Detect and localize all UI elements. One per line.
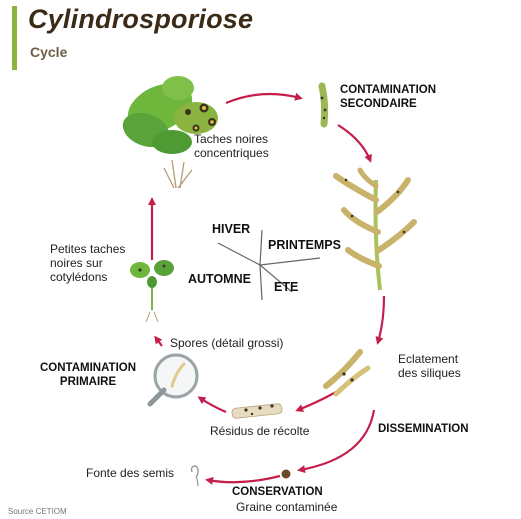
infected-stem-icon	[318, 82, 329, 128]
label-residus: Résidus de récolte	[210, 424, 310, 438]
label-petites-taches: Petites taches noires sur cotylédons	[50, 242, 126, 284]
arrow-seed-to-fonte	[205, 474, 281, 485]
title-accent-bar	[12, 6, 17, 70]
label-fonte: Fonte des semis	[86, 466, 175, 480]
source-credit: Source CETIOM	[8, 507, 67, 516]
page-subtitle: Cycle	[30, 44, 68, 60]
seed-icon	[281, 469, 291, 479]
label-spores: Spores (détail grossi)	[170, 336, 284, 350]
wilted-seedling-icon	[190, 465, 199, 487]
season-hiver: HIVER	[212, 222, 251, 236]
pod-stem-icon	[333, 167, 417, 291]
label-conservation: CONSERVATION	[232, 486, 323, 498]
season-printemps: PRINTEMPS	[268, 238, 341, 252]
arrow-pods-to-open	[375, 295, 386, 345]
label-graine: Graine contaminée	[236, 500, 338, 514]
open-pods-icon	[323, 349, 371, 397]
season-ete: ETE	[274, 280, 299, 294]
label-eclatement: Eclatement des siliques	[398, 352, 461, 380]
rapeseed-plant-icon	[122, 76, 218, 189]
label-contamination-primaire: CONTAMINATION PRIMAIRE	[40, 362, 137, 388]
arrow-stem-to-pods	[337, 124, 372, 163]
arrow-plant-to-stem	[225, 92, 303, 105]
page-title: Cylindrosporiose	[28, 4, 254, 34]
magnifier-icon	[147, 353, 199, 407]
arrow-open-to-residue	[295, 391, 337, 412]
arrow-residue-to-magnifier	[197, 396, 227, 414]
season-axes	[217, 229, 321, 301]
label-taches-noires: Taches noires concentriques	[194, 132, 269, 160]
label-contamination-secondaire: CONTAMINATION SECONDAIRE	[340, 84, 437, 110]
crop-residue-icon	[231, 403, 283, 419]
arrow-dissemination	[297, 409, 376, 474]
label-dissemination: DISSEMINATION	[378, 423, 469, 435]
season-automne: AUTOMNE	[188, 272, 251, 286]
arrow-spores-up	[154, 335, 163, 347]
seedling-icon	[130, 260, 174, 323]
